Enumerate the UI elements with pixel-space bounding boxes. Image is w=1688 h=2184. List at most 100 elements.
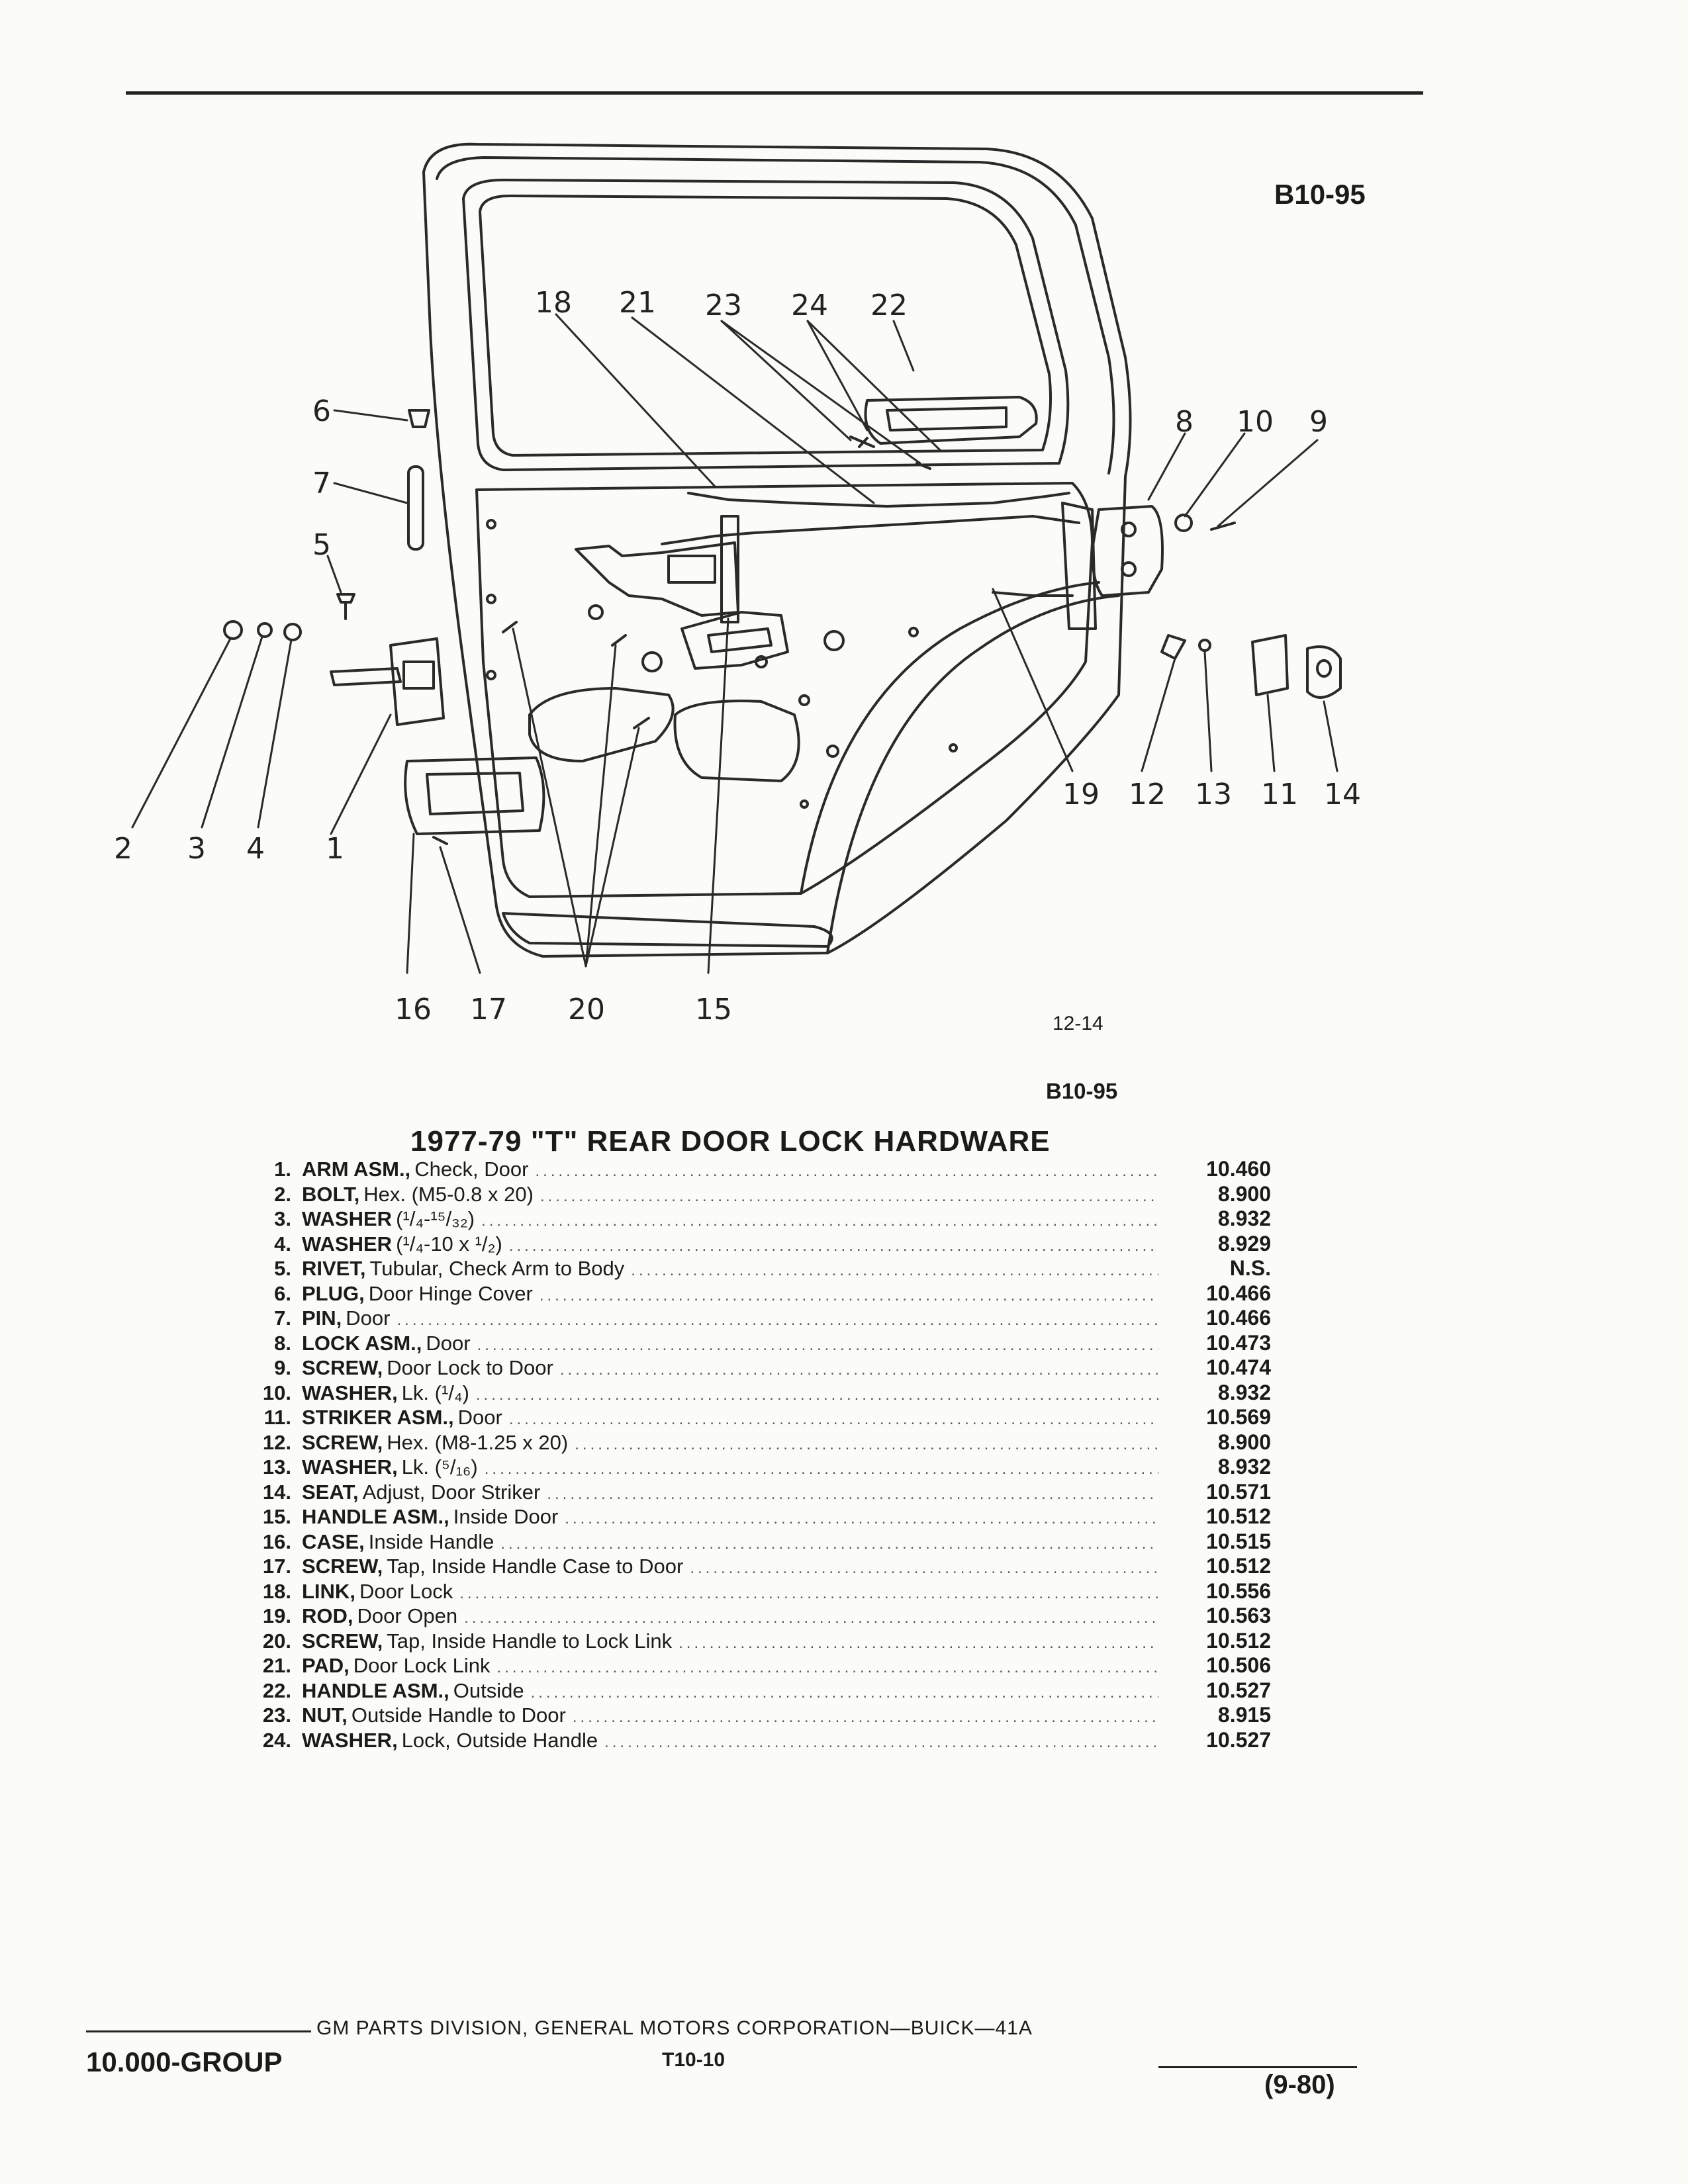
part-ref: 10.515 — [1206, 1529, 1271, 1553]
leader-dots — [565, 1506, 1158, 1531]
callout-12: 12 — [1129, 778, 1166, 811]
list-item: 20.SCREW,Tap, Inside Handle to Lock Link… — [245, 1629, 1271, 1654]
list-item: 15.HANDLE ASM.,Inside Door10.512 — [245, 1504, 1271, 1529]
callout-10: 10 — [1237, 405, 1274, 439]
leader-dots — [690, 1556, 1158, 1581]
callout-4: 4 — [246, 832, 265, 866]
list-item: 6.PLUG,Door Hinge Cover10.466 — [245, 1281, 1271, 1306]
footer-division: GM PARTS DIVISION, GENERAL MOTORS CORPOR… — [316, 2017, 1033, 2039]
part-description: Door Lock Link — [353, 1654, 491, 1677]
part-name: HANDLE ASM., — [302, 1505, 449, 1528]
part-name: SEAT, — [302, 1480, 359, 1504]
part-description: Tubular, Check Arm to Body — [369, 1257, 625, 1280]
door-exploded-diagram: 18 21 23 24 22 6 7 5 8 10 9 2 3 4 1 19 1… — [114, 142, 1361, 1026]
part-name: WASHER, — [302, 1728, 398, 1752]
leader-dots — [547, 1482, 1158, 1507]
part-name: NUT, — [302, 1704, 348, 1727]
rivet — [336, 593, 355, 604]
part-description: Lk. (⁵/₁₆) — [401, 1455, 478, 1479]
callout-6: 6 — [312, 394, 331, 428]
part-ref: 8.932 — [1217, 1455, 1271, 1479]
part-name: SCREW, — [302, 1356, 383, 1379]
part-ref: 10.466 — [1206, 1306, 1271, 1330]
leader-dots — [509, 1407, 1158, 1432]
part-name: SCREW, — [302, 1430, 383, 1454]
part-name: PIN, — [302, 1306, 342, 1330]
part-ref: 10.512 — [1206, 1628, 1271, 1653]
callout-11: 11 — [1261, 778, 1298, 811]
part-number: 7. — [274, 1306, 291, 1330]
list-item: 22.HANDLE ASM.,Outside10.527 — [245, 1678, 1271, 1704]
part-name: SCREW, — [302, 1555, 383, 1578]
list-item: 10.WASHER,Lk. (¹/₄)8.932 — [245, 1381, 1271, 1406]
callout-18: 18 — [535, 286, 572, 320]
diagram-code-top: B10-95 — [1274, 179, 1366, 210]
door-outline — [422, 142, 1132, 958]
part-number: 12. — [262, 1430, 291, 1454]
part-name: WASHER, — [302, 1455, 398, 1479]
callout-5: 5 — [312, 528, 331, 562]
part-ref: 10.527 — [1206, 1727, 1271, 1752]
callout-24: 24 — [791, 289, 828, 322]
parts-list: 1.ARM ASM.,Check, Door10.460 2.BOLT,Hex.… — [245, 1157, 1271, 1752]
callout-9: 9 — [1309, 405, 1328, 439]
callout-1: 1 — [326, 832, 344, 866]
list-item: 24.WASHER,Lock, Outside Handle10.527 — [245, 1728, 1271, 1753]
list-item: 19.ROD,Door Open10.563 — [245, 1604, 1271, 1629]
part-number: 2. — [274, 1182, 291, 1206]
part-description: Lock, Outside Handle — [401, 1728, 598, 1752]
part-description: Door — [346, 1306, 391, 1330]
group-number: 10.000-GROUP — [86, 2046, 283, 2077]
part-description: Inside Handle — [368, 1529, 494, 1553]
part-name: CASE, — [302, 1529, 365, 1553]
leader-dots — [539, 1283, 1158, 1308]
part-ref: 8.929 — [1217, 1231, 1271, 1255]
part-ref: 10.556 — [1206, 1578, 1271, 1603]
list-item: 12.SCREW,Hex. (M8-1.25 x 20)8.900 — [245, 1430, 1271, 1455]
leader-dots — [540, 1184, 1158, 1209]
part-ref: 10.569 — [1206, 1405, 1271, 1429]
part-number: 18. — [262, 1579, 291, 1603]
list-item: 16. CASE,Inside Handle 10.515 — [245, 1529, 1271, 1555]
striker-seat — [1306, 645, 1342, 699]
part-number: 4. — [274, 1232, 291, 1255]
inside-handle-case — [404, 756, 545, 835]
part-name: SCREW, — [302, 1629, 383, 1653]
callout-19: 19 — [1062, 778, 1100, 811]
callout-23: 23 — [705, 289, 742, 322]
list-item: 13.WASHER,Lk. (⁵/₁₆)8.932 — [245, 1455, 1271, 1480]
part-number: 3. — [274, 1207, 291, 1230]
part-number: 17. — [262, 1555, 291, 1578]
part-ref: 10.563 — [1206, 1604, 1271, 1627]
part-description: Door Lock to Door — [387, 1356, 553, 1379]
part-ref: 8.915 — [1217, 1703, 1271, 1727]
part-name: ARM ASM., — [302, 1158, 411, 1181]
part-ref: 10.460 — [1206, 1157, 1271, 1181]
door-pin — [407, 465, 424, 551]
top-rule — [126, 91, 1423, 95]
part-name: PAD, — [302, 1654, 350, 1677]
leader-dots — [535, 1159, 1158, 1184]
part-ref: 10.512 — [1206, 1554, 1271, 1578]
part-ref: N.S. — [1229, 1256, 1271, 1280]
list-item: 9.SCREW,Door Lock to Door10.474 — [245, 1355, 1271, 1381]
callout-22: 22 — [870, 289, 908, 322]
list-item: 18.LINK,Door Lock10.556 — [245, 1579, 1271, 1604]
window-frame — [462, 179, 1070, 471]
part-name: RIVET, — [302, 1257, 366, 1280]
list-item: 14.SEAT,Adjust, Door Striker10.571 — [245, 1480, 1271, 1505]
callout-21: 21 — [619, 286, 656, 320]
list-item: 1.ARM ASM.,Check, Door10.460 — [245, 1157, 1271, 1182]
leader-dots — [679, 1631, 1158, 1656]
part-ref: 8.932 — [1217, 1206, 1271, 1230]
part-number: 16. — [262, 1529, 291, 1553]
list-item: 5.RIVET,Tubular, Check Arm to BodyN.S. — [245, 1256, 1271, 1281]
callout-3: 3 — [187, 832, 206, 866]
part-ref: 10.571 — [1206, 1479, 1271, 1504]
leader-dots — [397, 1308, 1159, 1333]
part-name: BOLT, — [302, 1182, 360, 1206]
revision-date: (9-80) — [1264, 2070, 1335, 2099]
part-name: LINK, — [302, 1579, 355, 1603]
callout-13: 13 — [1195, 778, 1232, 811]
callout-16: 16 — [395, 993, 432, 1026]
